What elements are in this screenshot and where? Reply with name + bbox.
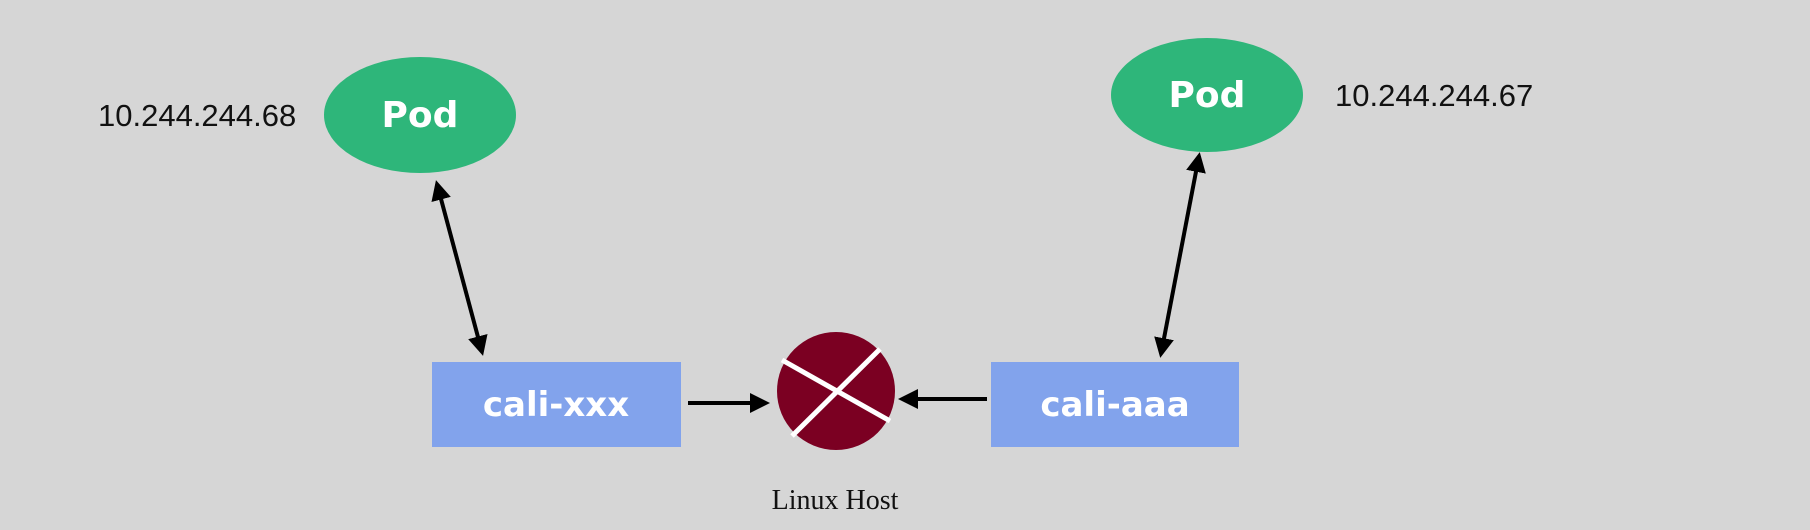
linux-host-label: Linux Host <box>772 485 899 516</box>
interface-left-label: cali-xxx <box>483 385 629 425</box>
interface-right-box <box>991 362 1239 447</box>
router-icon <box>777 332 895 450</box>
interface-right-label: cali-aaa <box>1040 385 1189 425</box>
pod-right-shape <box>1111 38 1303 152</box>
pod-left-ip: 10.244.244.68 <box>98 98 296 133</box>
interface-left-box <box>432 362 681 447</box>
pod-right-label: Pod <box>1169 75 1246 116</box>
interface-right: cali-aaa <box>991 362 1239 447</box>
pod-right: Pod <box>1111 38 1303 152</box>
interface-left: cali-xxx <box>432 362 681 447</box>
pod-right-ip: 10.244.244.67 <box>1335 78 1533 113</box>
pod-left-label: Pod <box>382 95 459 136</box>
pod-left: Pod <box>324 57 516 173</box>
pod-left-shape <box>324 57 516 173</box>
router-cross-line <box>790 347 882 438</box>
arrow-pod-right-to-cali-aaa <box>1154 152 1206 358</box>
arrow-pod-left-to-cali-xxx <box>431 180 488 356</box>
